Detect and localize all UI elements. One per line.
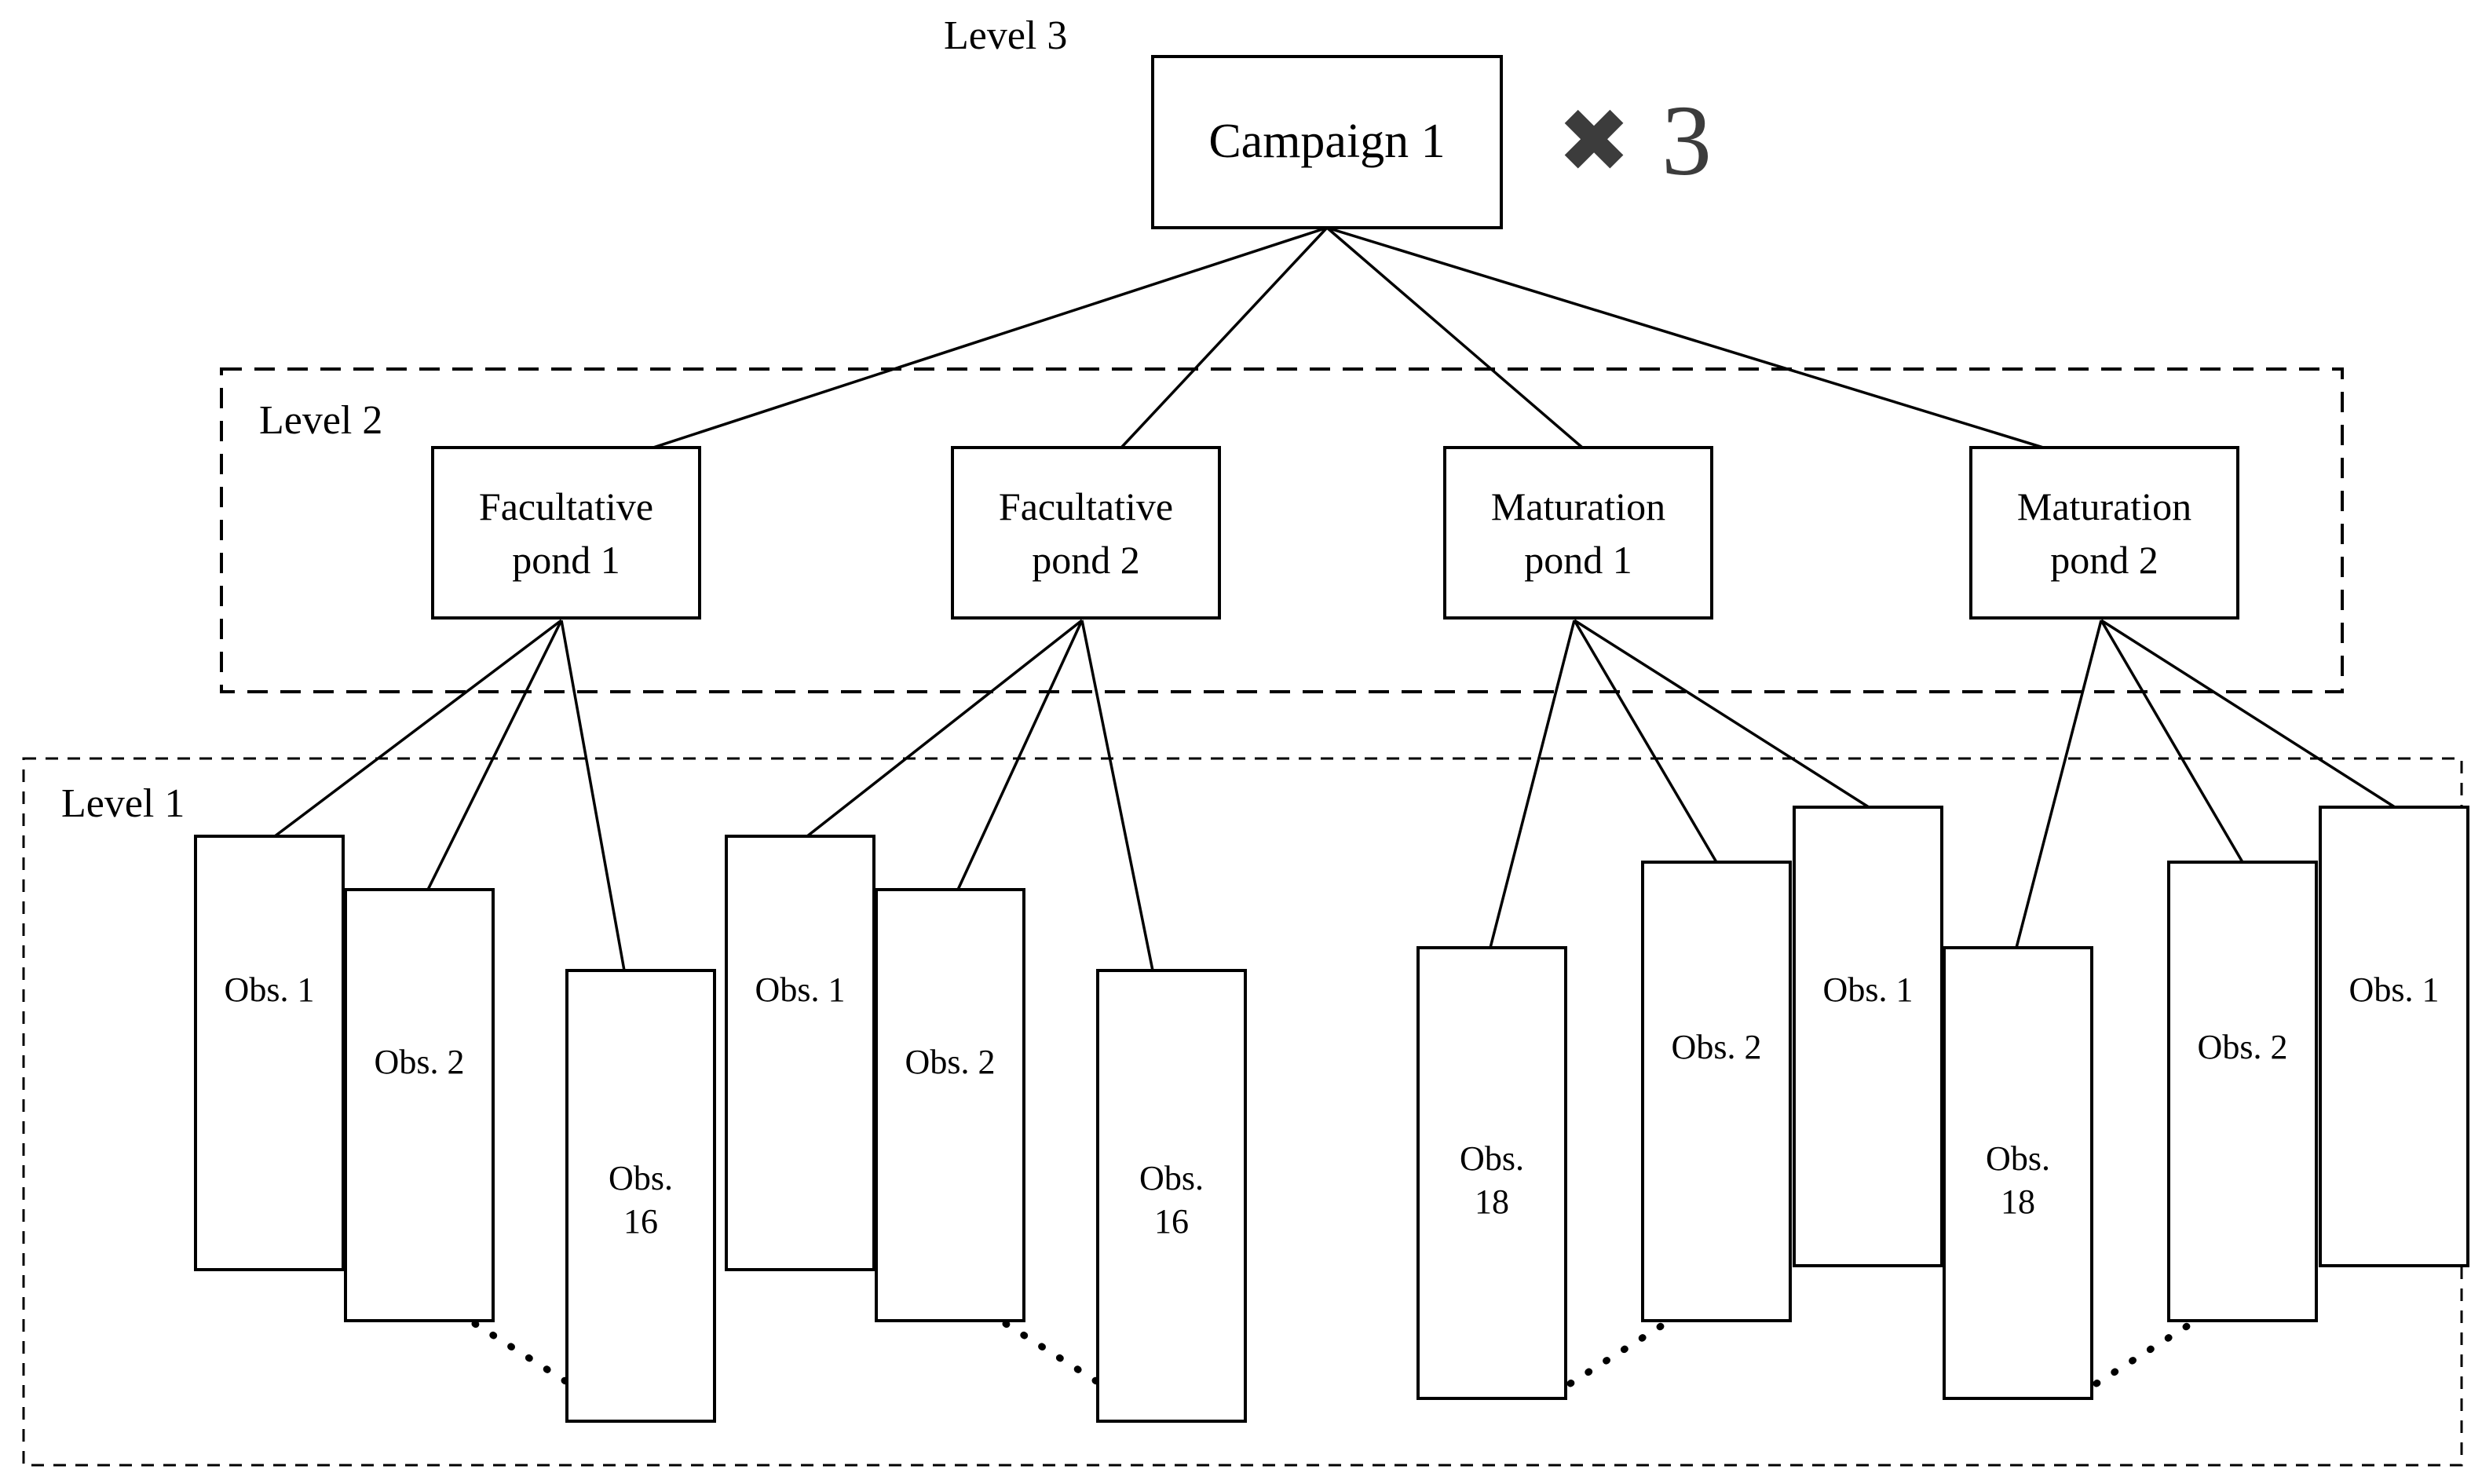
level-1-frame: [22, 757, 2463, 1467]
connectors-pond-1-to-observations: [273, 619, 626, 971]
ellipsis-dots-group-2: [1002, 1320, 1104, 1387]
connector-campaign-to-pond-2: [1098, 226, 1329, 473]
connector-campaign-to-pond-4: [1326, 226, 2121, 473]
obs-rect[interactable]: [1096, 969, 1247, 1423]
connector-pond-3-obs-1: [1574, 619, 1870, 809]
obs-label-line1: Obs.: [1986, 1139, 2050, 1178]
obs-label-line1: Obs. 2: [905, 1043, 996, 1081]
facultative-pond-1-box[interactable]: [431, 446, 701, 620]
campaign-1-box[interactable]: [1151, 55, 1503, 229]
obs-label-line2: 18: [2001, 1182, 2035, 1221]
observation-group-2: Obs. 1 Obs. 2 Obs. 16: [725, 835, 1247, 1423]
connector-pond-1-obs-16: [560, 620, 626, 971]
connector-pond-4-obs-1: [2100, 619, 2396, 809]
obs-rect[interactable]: [1641, 861, 1792, 1322]
connectors-pond-2-to-observations: [806, 619, 1154, 971]
multiplier-badge: ✖ 3: [1557, 85, 1712, 196]
obs-label-line1: Obs. 2: [375, 1043, 465, 1081]
connector-pond-2-obs-16: [1080, 620, 1154, 971]
node-maturation-pond-2[interactable]: Maturation pond 2: [1969, 446, 2239, 620]
observation-box-group-1-obs-16[interactable]: Obs. 16: [565, 969, 716, 1423]
observation-box-group-1-obs-1[interactable]: Obs. 1: [194, 835, 345, 1271]
obs-label-line1: Obs. 2: [2198, 1028, 2288, 1066]
maturation-pond-1-label-line1: Maturation: [1491, 484, 1665, 528]
ellipsis-dots-group-3: [1566, 1320, 1669, 1387]
obs-label-line1: Obs. 1: [755, 970, 846, 1009]
connector-campaign-to-pond-1: [580, 226, 1328, 473]
facultative-pond-2-box[interactable]: [951, 446, 1221, 620]
connector-pond-4-obs-18: [2015, 620, 2103, 949]
ellipsis-dots-group-1: [471, 1320, 573, 1387]
observation-box-group-3-obs-1[interactable]: Obs. 1: [1793, 806, 1943, 1267]
obs-label-line1: Obs. 1: [225, 970, 315, 1009]
connector-pond-1-obs-1: [273, 619, 563, 838]
node-maturation-pond-1[interactable]: Maturation pond 1: [1443, 446, 1713, 620]
obs-rect[interactable]: [194, 835, 345, 1271]
connector-pond-3-obs-2: [1573, 620, 1718, 863]
facultative-pond-2-label-line2: pond 2: [1032, 538, 1140, 582]
observation-box-group-2-obs-2[interactable]: Obs. 2: [875, 888, 1025, 1322]
connector-pond-3-obs-18: [1489, 620, 1576, 949]
observation-group-1: Obs. 1 Obs. 2 Obs. 16: [194, 835, 716, 1423]
obs-label-line2: 16: [623, 1202, 658, 1241]
observation-box-group-1-obs-2[interactable]: Obs. 2: [344, 888, 495, 1322]
obs-rect[interactable]: [725, 835, 875, 1271]
obs-label-line1: Obs. 2: [1672, 1028, 1762, 1066]
connector-pond-2-obs-1: [806, 619, 1084, 838]
obs-rect[interactable]: [565, 969, 716, 1423]
obs-rect[interactable]: [2319, 806, 2469, 1267]
obs-rect[interactable]: [2167, 861, 2318, 1322]
facultative-pond-1-label-line1: Facultative: [479, 484, 653, 528]
obs-rect[interactable]: [344, 888, 495, 1322]
observation-group-3: Obs. 18 Obs. 2 Obs. 1: [1416, 806, 1943, 1400]
observation-box-group-2-obs-1[interactable]: Obs. 1: [725, 835, 875, 1271]
maturation-pond-2-label-line2: pond 2: [2050, 538, 2158, 582]
obs-label-line2: 18: [1475, 1182, 1509, 1221]
multiplier-count-label: 3: [1661, 85, 1712, 196]
level-2-frame: [220, 367, 2344, 693]
node-facultative-pond-1[interactable]: Facultative pond 1: [431, 446, 701, 620]
obs-rect[interactable]: [1416, 946, 1567, 1400]
multiply-icon: ✖: [1557, 90, 1631, 192]
maturation-pond-1-label-line2: pond 1: [1524, 538, 1632, 582]
obs-label-line1: Obs.: [609, 1159, 673, 1197]
node-campaign-1[interactable]: Campaign 1: [1151, 55, 1503, 229]
obs-label-line1: Obs. 1: [1823, 970, 1914, 1009]
level-2-label: Level 2: [259, 398, 382, 443]
level-3-label: Level 3: [944, 13, 1067, 58]
obs-label-line1: Obs.: [1460, 1139, 1524, 1178]
observation-box-group-4-obs-18[interactable]: Obs. 18: [1943, 946, 2093, 1400]
observation-box-group-3-obs-18[interactable]: Obs. 18: [1416, 946, 1567, 1400]
node-facultative-pond-2[interactable]: Facultative pond 2: [951, 446, 1221, 620]
obs-label-line1: Obs.: [1139, 1159, 1204, 1197]
connector-pond-1-obs-2: [426, 620, 563, 890]
level-1-label: Level 1: [61, 781, 185, 826]
connectors-level3-to-level2: [580, 226, 2121, 473]
maturation-pond-2-box[interactable]: [1969, 446, 2239, 620]
observation-box-group-2-obs-16[interactable]: Obs. 16: [1096, 969, 1247, 1423]
obs-rect[interactable]: [875, 888, 1025, 1322]
obs-rect[interactable]: [1793, 806, 1943, 1267]
connector-pond-2-obs-2: [956, 620, 1084, 890]
facultative-pond-2-label-line1: Facultative: [999, 484, 1173, 528]
maturation-pond-1-box[interactable]: [1443, 446, 1713, 620]
ellipsis-dots-group-4: [2093, 1320, 2195, 1387]
connectors-pond-3-to-observations: [1489, 619, 1870, 949]
obs-label-line2: 16: [1154, 1202, 1189, 1241]
connector-pond-4-obs-2: [2100, 620, 2244, 863]
observation-box-group-4-obs-2[interactable]: Obs. 2: [2167, 861, 2318, 1322]
campaign-1-label: Campaign 1: [1208, 115, 1445, 168]
connectors-pond-4-to-observations: [2015, 619, 2396, 949]
facultative-pond-1-label-line2: pond 1: [512, 538, 620, 582]
obs-label-line1: Obs. 1: [2349, 970, 2440, 1009]
observation-group-4: Obs. 18 Obs. 2 Obs. 1: [1943, 806, 2469, 1400]
connector-campaign-to-pond-3: [1325, 226, 1611, 473]
observation-box-group-3-obs-2[interactable]: Obs. 2: [1641, 861, 1792, 1322]
obs-rect[interactable]: [1943, 946, 2093, 1400]
maturation-pond-2-label-line1: Maturation: [2017, 484, 2191, 528]
observation-box-group-4-obs-1[interactable]: Obs. 1: [2319, 806, 2469, 1267]
